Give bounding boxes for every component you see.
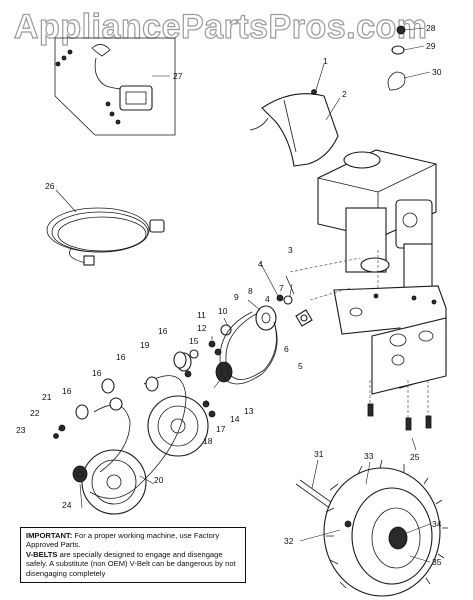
vbelts-label: V-BELTS xyxy=(26,549,58,559)
callout-17: 17 xyxy=(216,424,226,434)
callout-16d: 16 xyxy=(62,386,72,396)
callout-21: 21 xyxy=(42,392,52,402)
parts-28-30-fasteners xyxy=(387,25,431,91)
part-27-inset xyxy=(54,37,176,136)
callout-33: 33 xyxy=(364,451,374,461)
callout-32: 32 xyxy=(284,536,294,546)
callout-18: 18 xyxy=(203,436,213,446)
part-26-extension-cord xyxy=(46,207,165,266)
callout-23: 23 xyxy=(16,425,26,435)
callout-24: 24 xyxy=(62,500,72,510)
callout-9: 9 xyxy=(234,292,239,302)
part-25-bolts xyxy=(367,403,432,431)
vbelts-text: are specially designed to engage and dis… xyxy=(26,549,236,578)
callout-11: 11 xyxy=(197,310,206,320)
callout-4b: 4 xyxy=(265,294,270,304)
idler-assembly xyxy=(176,275,313,418)
callout-16a: 16 xyxy=(158,326,168,336)
callout-5: 5 xyxy=(298,361,303,371)
callout-25: 25 xyxy=(410,452,420,462)
callout-16c: 16 xyxy=(92,368,102,378)
part-2-belt-cover xyxy=(249,89,339,167)
callout-20: 20 xyxy=(154,475,164,485)
callout-8: 8 xyxy=(248,286,253,296)
callout-2: 2 xyxy=(342,89,347,99)
callout-14: 14 xyxy=(230,414,240,424)
callout-3: 3 xyxy=(288,245,293,255)
callout-28: 28 xyxy=(426,23,436,33)
callout-16b: 16 xyxy=(116,352,126,362)
callout-19: 19 xyxy=(140,340,150,350)
callout-26: 26 xyxy=(45,181,55,191)
callout-27: 27 xyxy=(173,71,183,81)
important-text: For a proper working machine, use Factor… xyxy=(26,531,220,550)
callout-29: 29 xyxy=(426,41,436,51)
callout-6: 6 xyxy=(284,344,289,354)
callout-15: 15 xyxy=(189,336,199,346)
watermark: AppliancePartsPros.com xyxy=(14,8,427,46)
callout-12: 12 xyxy=(197,323,207,333)
engine-assembly xyxy=(317,149,437,289)
callout-31: 31 xyxy=(314,449,324,459)
callout-1: 1 xyxy=(323,56,328,66)
wheel-assembly xyxy=(295,459,448,597)
callout-7: 7 xyxy=(279,283,284,293)
callout-30: 30 xyxy=(432,67,442,77)
callout-13: 13 xyxy=(244,406,254,416)
frame-plate xyxy=(333,285,447,395)
callout-4a: 4 xyxy=(258,259,263,269)
important-note: IMPORTANT: For a proper working machine,… xyxy=(20,527,246,583)
callout-10: 10 xyxy=(218,306,228,316)
callout-35: 35 xyxy=(432,557,442,567)
callout-34: 34 xyxy=(432,519,442,529)
important-label: IMPORTANT: xyxy=(26,531,73,540)
callout-22: 22 xyxy=(30,408,40,418)
pulley-and-belt-group xyxy=(53,351,209,515)
